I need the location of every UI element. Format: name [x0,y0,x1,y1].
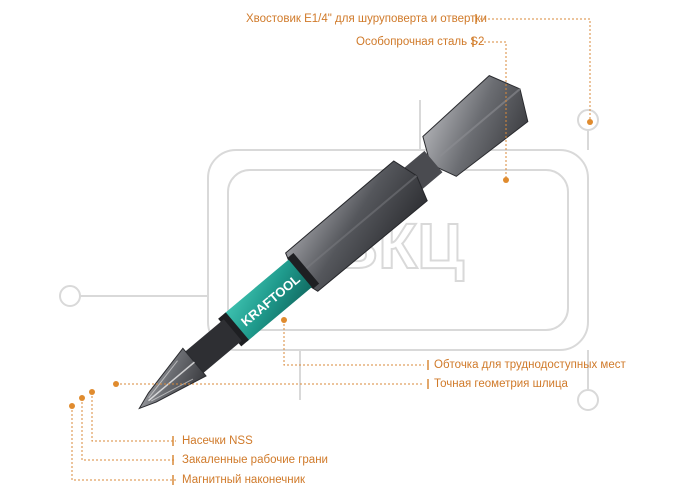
callout-leader-lines [71,18,591,481]
callout-magnetic: Магнитный наконечник [182,474,306,486]
callout-hardened: Закаленные рабочие грани [182,454,328,466]
callout-dots [69,119,593,409]
screwdriver-bit: KRAFTOOL [138,75,529,410]
callout-geometry: Точная геометрия шлица [434,378,568,390]
callout-notches: Насечки NSS [182,435,253,447]
callout-shank: Хвостовик E1/4" для шуруповерта и отверт… [246,13,487,25]
callout-torsion: Обточка для труднодоступных мест [434,359,626,371]
callout-steel: Особопрочная сталь S2 [356,36,485,48]
phillips-tip [138,347,207,410]
brand-sleeve [222,258,314,343]
